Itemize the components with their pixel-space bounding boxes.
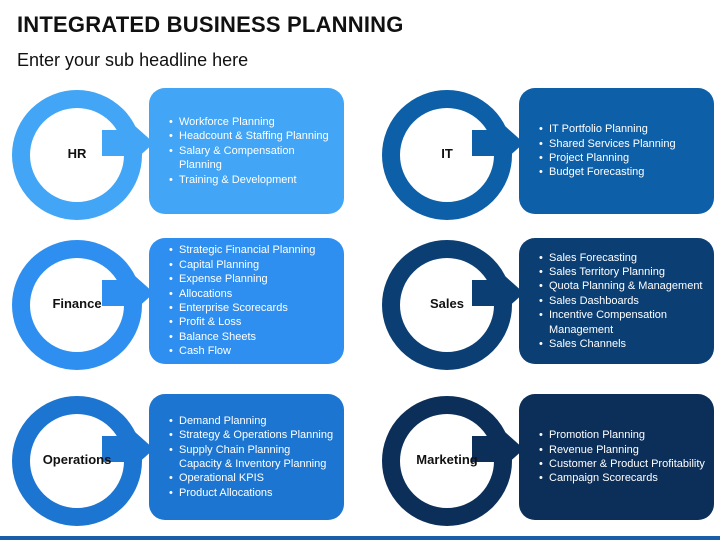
sales-list-item: Quota Planning & Management bbox=[539, 279, 706, 294]
sales-list-item: Incentive Compensation Management bbox=[539, 308, 706, 337]
sales-list-item: Sales Dashboards bbox=[539, 294, 706, 309]
sales-list-item: Sales Forecasting bbox=[539, 251, 706, 266]
it-list-item: Budget Forecasting bbox=[539, 165, 676, 180]
operations-list-item: Supply Chain Planning Capacity & Invento… bbox=[169, 443, 336, 472]
it-list-item: Shared Services Planning bbox=[539, 137, 676, 152]
hr-list: Workforce PlanningHeadcount & Staffing P… bbox=[169, 115, 336, 187]
it-list-item: Project Planning bbox=[539, 151, 676, 166]
finance-list-item: Enterprise Scorecards bbox=[169, 301, 315, 316]
finance-list-item: Profit & Loss bbox=[169, 315, 315, 330]
finance-list-item: Strategic Financial Planning bbox=[169, 243, 315, 258]
operations-list-item: Operational KPIS bbox=[169, 471, 336, 486]
operations-list-item: Demand Planning bbox=[169, 414, 336, 429]
operations-list-item: Product Allocations bbox=[169, 486, 336, 501]
hr-label: HR bbox=[67, 145, 87, 161]
it-label: IT bbox=[441, 145, 453, 161]
hr-list-item: Training & Development bbox=[169, 173, 336, 188]
marketing-label: Marketing bbox=[416, 451, 478, 467]
finance-list: Strategic Financial PlanningCapital Plan… bbox=[169, 243, 315, 359]
marketing-arrow bbox=[472, 424, 524, 474]
hr-list-item: Workforce Planning bbox=[169, 115, 336, 130]
bottom-accent-bar bbox=[0, 536, 720, 540]
it-list: IT Portfolio PlanningShared Services Pla… bbox=[539, 122, 676, 180]
marketing-list-item: Promotion Planning bbox=[539, 428, 705, 443]
it-arrow bbox=[472, 118, 524, 168]
sales-list-item: Sales Territory Planning bbox=[539, 265, 706, 280]
operations-arrow bbox=[102, 424, 154, 474]
finance-box: Strategic Financial PlanningCapital Plan… bbox=[149, 238, 344, 364]
marketing-box: Promotion PlanningRevenue PlanningCustom… bbox=[519, 394, 714, 520]
finance-list-item: Allocations bbox=[169, 287, 315, 302]
operations-list: Demand PlanningStrategy & Operations Pla… bbox=[169, 414, 336, 501]
block-finance: Finance Strategic Financial PlanningCapi… bbox=[4, 238, 344, 370]
hr-arrow bbox=[102, 118, 154, 168]
block-it: IT IT Portfolio PlanningShared Services … bbox=[374, 88, 714, 220]
it-box: IT Portfolio PlanningShared Services Pla… bbox=[519, 88, 714, 214]
it-list-item: IT Portfolio Planning bbox=[539, 122, 676, 137]
hr-list-item: Headcount & Staffing Planning bbox=[169, 129, 336, 144]
sales-arrow bbox=[472, 268, 524, 318]
finance-list-item: Balance Sheets bbox=[169, 330, 315, 345]
marketing-list-item: Customer & Product Profitability bbox=[539, 457, 705, 472]
page-title: INTEGRATED BUSINESS PLANNING bbox=[17, 12, 404, 37]
finance-arrow bbox=[102, 268, 154, 318]
marketing-list: Promotion PlanningRevenue PlanningCustom… bbox=[539, 428, 705, 486]
sales-list-item: Sales Channels bbox=[539, 337, 706, 352]
operations-list-item: Strategy & Operations Planning bbox=[169, 428, 336, 443]
hr-list-item: Salary & Compensation Planning bbox=[169, 144, 336, 173]
page-subtitle: Enter your sub headline here bbox=[17, 50, 249, 70]
block-operations: Operations Demand PlanningStrategy & Ope… bbox=[4, 394, 344, 526]
finance-list-item: Cash Flow bbox=[169, 344, 315, 359]
operations-label: Operations bbox=[42, 451, 112, 467]
finance-list-item: Expense Planning bbox=[169, 272, 315, 287]
operations-box: Demand PlanningStrategy & Operations Pla… bbox=[149, 394, 344, 520]
marketing-list-item: Campaign Scorecards bbox=[539, 471, 705, 486]
block-marketing: Marketing Promotion PlanningRevenue Plan… bbox=[374, 394, 714, 526]
finance-list-item: Capital Planning bbox=[169, 258, 315, 273]
marketing-list-item: Revenue Planning bbox=[539, 443, 705, 458]
finance-label: Finance bbox=[52, 295, 102, 311]
sales-label: Sales bbox=[430, 295, 464, 311]
block-hr: HR Workforce PlanningHeadcount & Staffin… bbox=[4, 88, 344, 220]
hr-box: Workforce PlanningHeadcount & Staffing P… bbox=[149, 88, 344, 214]
